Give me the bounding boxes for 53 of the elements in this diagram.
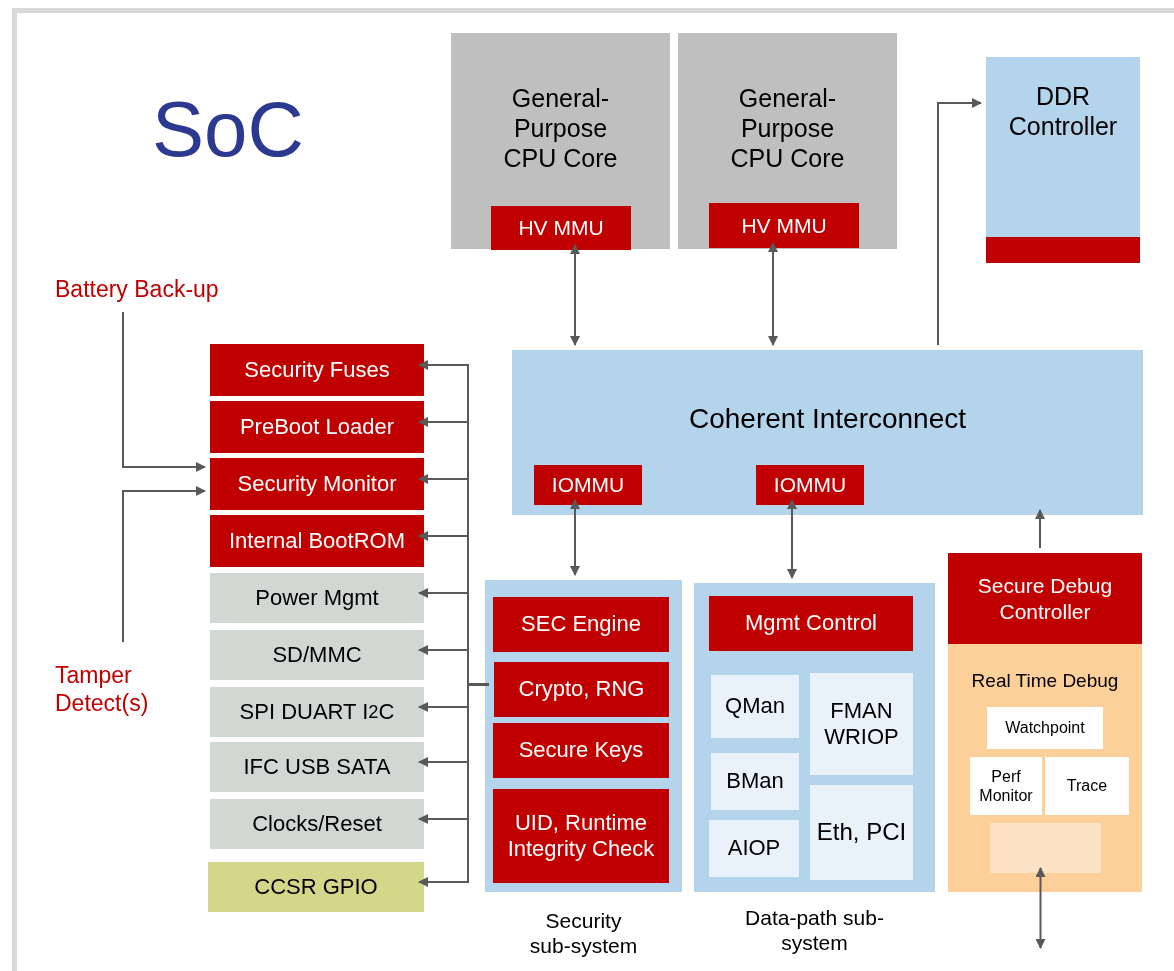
peripheral-block: SD/MMC bbox=[210, 630, 424, 680]
peripheral-block: Power Mgmt bbox=[210, 573, 424, 623]
peripheral-block: IFC USB SATA bbox=[210, 742, 424, 792]
function-block: Internal BootROM bbox=[210, 515, 424, 567]
debug-block: Trace bbox=[1045, 757, 1129, 815]
datapath-block: Eth, PCI bbox=[810, 785, 913, 880]
security-block: SEC Engine bbox=[493, 597, 669, 652]
arrow bbox=[570, 499, 580, 576]
heading-text: General- Purpose CPU Core bbox=[729, 83, 846, 173]
security-block: Crypto, RNG bbox=[494, 662, 669, 717]
function-block: Security Fuses bbox=[210, 344, 424, 396]
heading-text: DDR Controller bbox=[1007, 81, 1119, 141]
arrow bbox=[787, 499, 797, 579]
heading-text: Real Time Debug bbox=[970, 670, 1120, 693]
debug-block: Perf Monitor bbox=[970, 757, 1042, 815]
datapath-block: BMan bbox=[711, 753, 799, 810]
subsystem-caption: Data-path sub-system bbox=[744, 905, 885, 956]
signal-label: Battery Back-up bbox=[51, 273, 251, 307]
controller-box bbox=[986, 57, 1140, 263]
function-block: PreBoot Loader bbox=[210, 401, 424, 453]
security-block: UID, Runtime Integrity Check bbox=[493, 789, 669, 883]
iommu-box: IOMMU bbox=[756, 465, 864, 505]
function-block: Security Monitor bbox=[210, 458, 424, 510]
title-text: SoC bbox=[152, 84, 304, 175]
debug-controller-box: Secure Debug Controller bbox=[948, 553, 1142, 644]
peripheral-block: Clocks/Reset bbox=[210, 799, 424, 849]
signal-label: Tamper Detect(s) bbox=[51, 655, 181, 725]
arrow bbox=[122, 486, 206, 643]
mmu-box: HV MMU bbox=[491, 206, 631, 250]
cpu-core-box bbox=[451, 33, 670, 249]
mmu-box: HV MMU bbox=[709, 203, 859, 248]
datapath-block: QMan bbox=[711, 675, 799, 738]
peripheral-block: CCSR GPIO bbox=[208, 862, 424, 912]
soc-frame bbox=[12, 8, 1174, 971]
heading-text: Coherent Interconnect bbox=[687, 402, 968, 436]
arrow bbox=[1035, 509, 1045, 549]
interconnect-bar bbox=[512, 350, 1143, 515]
debug-block bbox=[990, 823, 1101, 873]
iommu-box: IOMMU bbox=[534, 465, 642, 505]
subsystem-caption: Security sub-system bbox=[528, 908, 639, 959]
arrow bbox=[122, 311, 206, 472]
heading-text: General- Purpose CPU Core bbox=[502, 83, 619, 173]
arrow bbox=[937, 98, 982, 346]
arrow bbox=[570, 244, 580, 346]
datapath-block: Mgmt Control bbox=[709, 596, 913, 651]
datapath-block: FMAN WRIOP bbox=[810, 673, 913, 775]
debug-block: Watchpoint bbox=[987, 707, 1103, 749]
arrow bbox=[768, 242, 778, 346]
debug-panel bbox=[948, 644, 1142, 892]
arrow bbox=[1035, 867, 1046, 949]
cpu-core-box bbox=[678, 33, 897, 249]
datapath-block: AIOP bbox=[709, 820, 799, 877]
security-block: Secure Keys bbox=[493, 723, 669, 778]
